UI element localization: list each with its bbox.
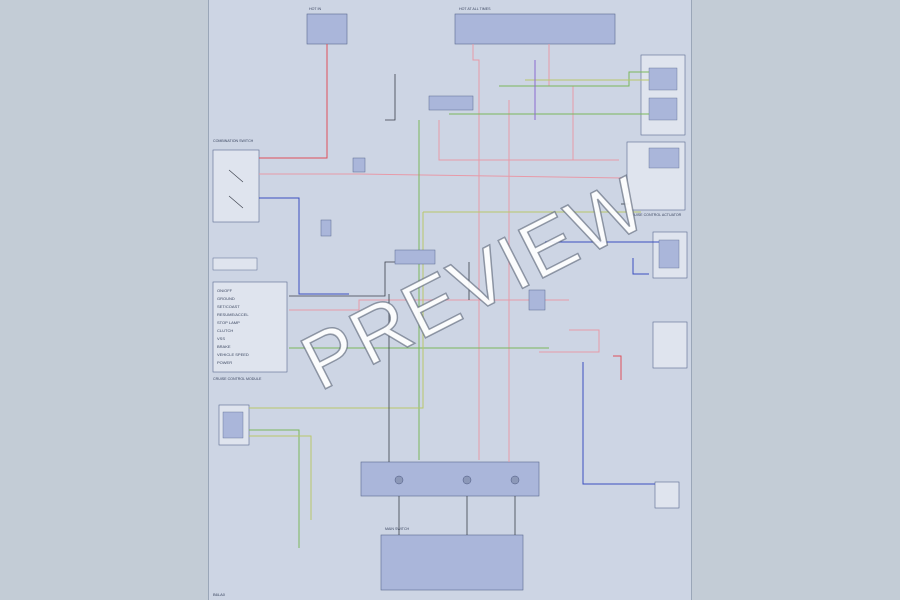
left-lower-switch-box xyxy=(218,404,250,446)
clutch-switch-box xyxy=(652,231,688,279)
bottom-connector-strip xyxy=(360,461,540,497)
small-connector-box xyxy=(212,257,258,271)
wires xyxy=(249,44,659,548)
bottom-right-switch-box xyxy=(654,481,680,509)
module-pin-label: SET/COAST xyxy=(217,304,240,309)
module-pin-label: VEHICLE SPEED xyxy=(217,352,249,357)
wiring-diagram: HOT IN HOT AT ALL TIMES CRUISE CONTROL A… xyxy=(212,7,688,597)
module-pin-label: STOP LAMP xyxy=(217,320,240,325)
module-pin-list: ON/OFF GROUND SET/COAST RESUME/ACCEL STOP LA… xyxy=(217,288,249,365)
brake-switch-box xyxy=(652,321,688,369)
cruise-module-label: CRUISE CONTROL MODULE xyxy=(213,377,262,381)
module-pin-label: RESUME/ACCEL xyxy=(217,312,249,317)
cruise-module-box: CRUISE CONTROL MODULE ON/OFF GROUND SET/CO… xyxy=(212,281,288,381)
top-left-fuse-block: HOT IN xyxy=(306,7,348,45)
wiring-diagram-sheet: HOT IN HOT AT ALL TIMES CRUISE CONTROL A… xyxy=(208,0,692,600)
module-pin-label: ON/OFF xyxy=(217,288,233,293)
combination-switch-label: COMBINATION SWITCH xyxy=(213,139,254,143)
module-pin-label: BRAKE xyxy=(217,344,231,349)
module-pin-label: VSS xyxy=(217,336,225,341)
sheet-footer-code: B6LA0 xyxy=(213,592,226,597)
actuator-label: CRUISE CONTROL ACTUATOR xyxy=(629,213,682,217)
main-switch-label: MAIN SWITCH xyxy=(385,527,410,531)
module-pin-label: GROUND xyxy=(217,296,235,301)
right-relay-box xyxy=(640,54,686,136)
top-left-fuse-label: HOT IN xyxy=(309,7,322,11)
top-center-fuse-label: HOT AT ALL TIMES xyxy=(459,7,491,11)
combination-switch-box: COMBINATION SWITCH xyxy=(212,139,260,223)
top-center-fuse-block: HOT AT ALL TIMES xyxy=(454,7,616,45)
module-pin-label: POWER xyxy=(217,360,232,365)
module-pin-label: CLUTCH xyxy=(217,328,233,333)
actuator-box: CRUISE CONTROL ACTUATOR xyxy=(626,141,686,217)
junction-boxes xyxy=(320,95,546,311)
main-switch-box: MAIN SWITCH xyxy=(380,527,524,591)
